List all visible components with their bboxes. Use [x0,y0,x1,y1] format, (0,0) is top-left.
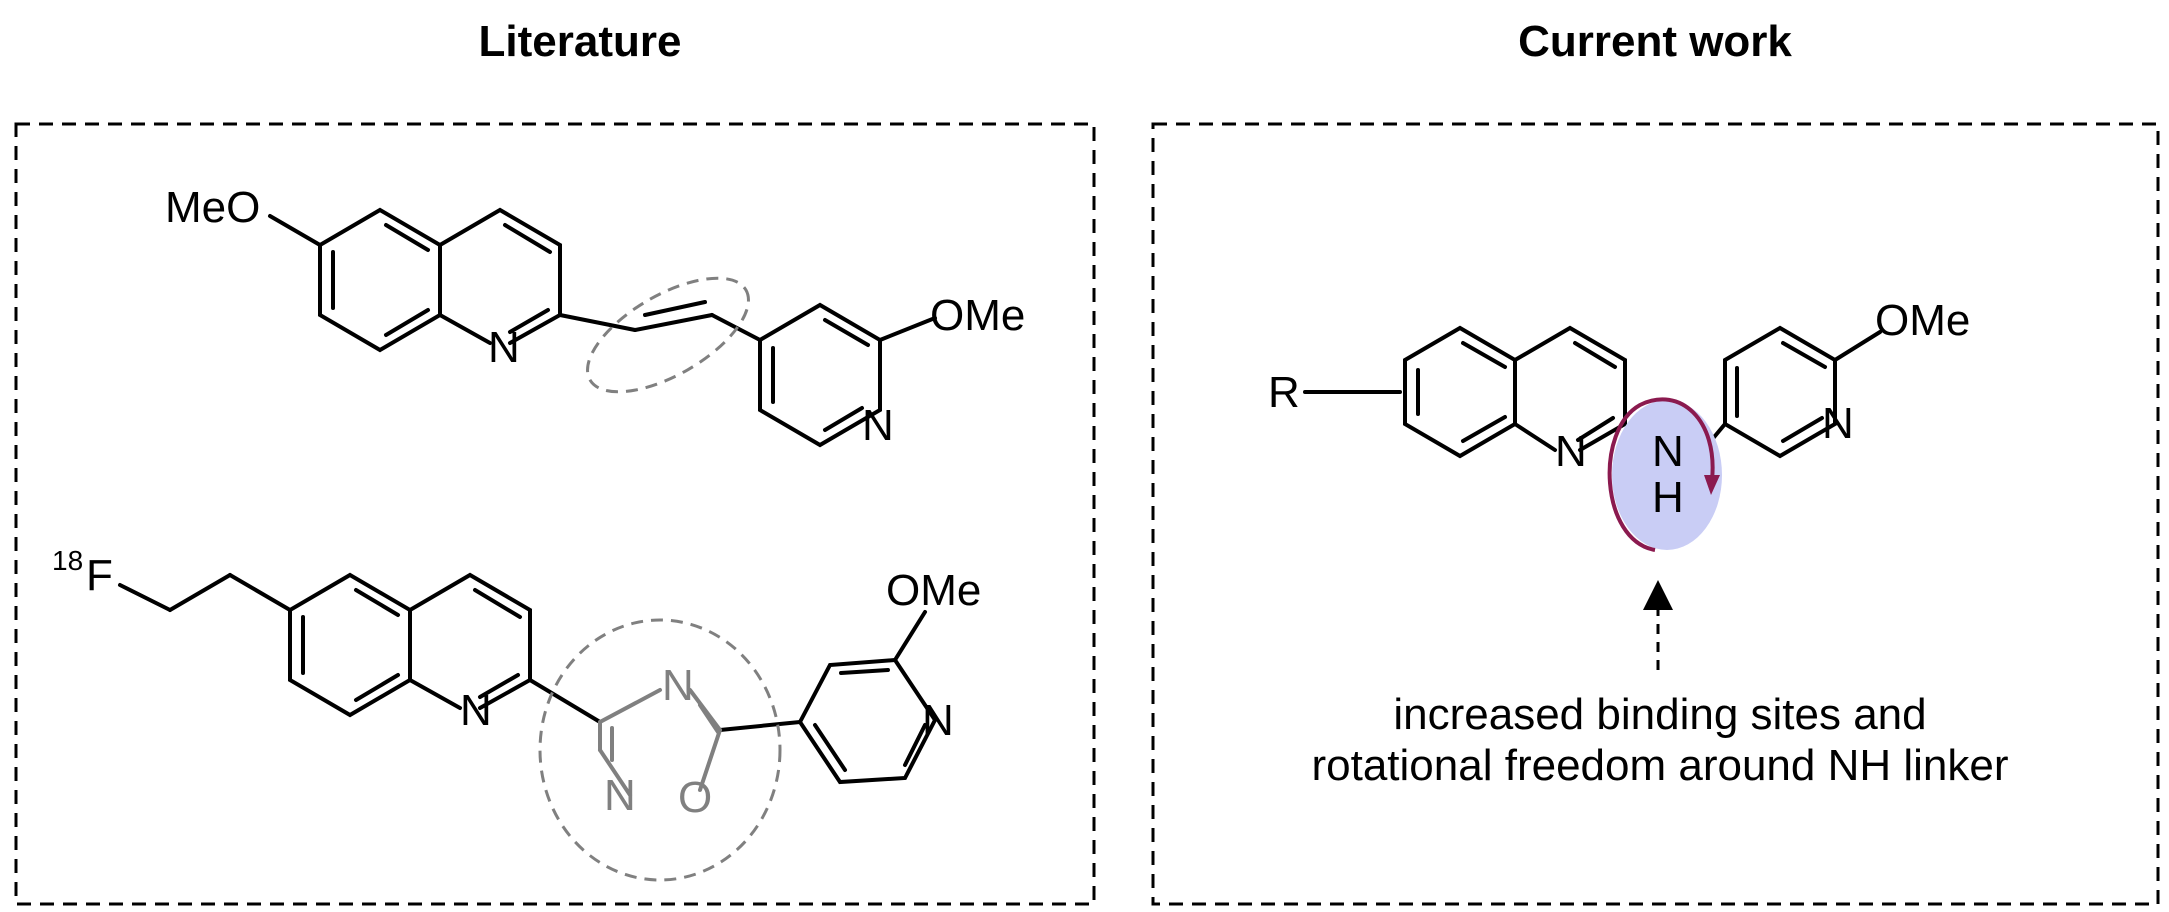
rotation-arrow [1607,397,1715,552]
pyridine-n-label-2: N [922,696,954,745]
literature-compound-2 [118,572,938,785]
literature-title: Literature [478,17,682,66]
current-work-panel-border [1151,122,2160,906]
fluorine-label: F [86,551,113,600]
pyridine-n-label: N [862,401,894,450]
oxadiazole-n-top: N [662,661,694,710]
annotation-line-1: increased binding sites and [1393,690,1927,739]
literature-compound-1 [268,207,937,448]
linker-n-label: N [1652,427,1684,476]
linker-h-label: H [1652,473,1684,522]
oxadiazole-o: O [678,773,712,822]
oxadiazole-ring [598,688,722,797]
isotope-label: 18 [52,545,83,576]
quinoline-n-label: N [488,323,520,372]
vinyl-highlight [586,276,750,394]
rotation-arrowhead [1704,475,1720,495]
annotation-text: increased binding sites and rotational f… [1230,690,2090,791]
annotation-line-2: rotational freedom around NH linker [1311,740,2009,790]
pyridine-n-label-3: N [1822,399,1854,448]
oxadiazole-highlight [538,618,782,882]
quinoline-n-label-3: N [1555,427,1587,476]
oxadiazole-n-bottom: N [604,771,636,820]
ome-label-2: OMe [886,566,981,615]
nh-highlight [1612,400,1722,550]
ome-label-3: OMe [1875,296,1970,345]
literature-panel-border [14,122,1096,906]
quinoline-n-label-2: N [460,686,492,735]
r-group-label: R [1268,368,1300,417]
meo-label: MeO [165,183,260,232]
current-work-title: Current work [1518,17,1792,66]
ome-label: OMe [930,291,1025,340]
current-work-compound [1303,325,1882,459]
